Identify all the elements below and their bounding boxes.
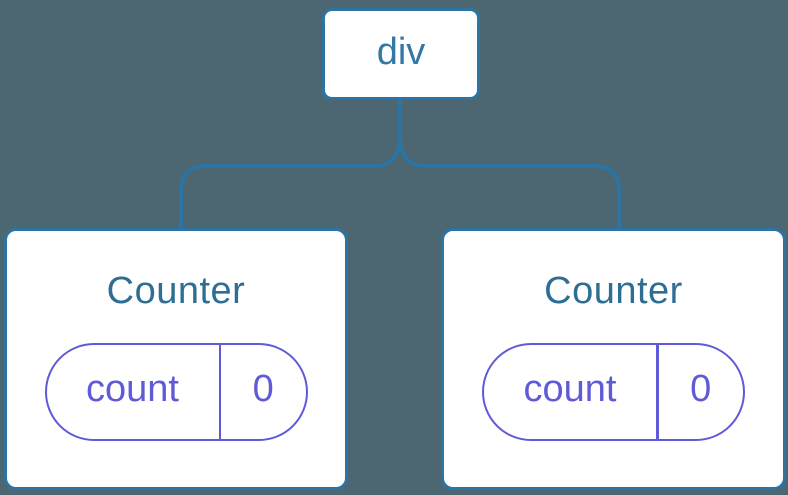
- state-value: 0: [252, 368, 274, 411]
- root-node-label: div: [376, 31, 426, 73]
- state-pill: count 0: [44, 342, 308, 441]
- pill-divider: [656, 344, 659, 439]
- state-value: 0: [690, 368, 712, 411]
- counter-title: Counter: [544, 270, 683, 312]
- connector-branch-left: [179, 135, 402, 228]
- state-key: count: [86, 368, 179, 411]
- counter-title: Counter: [106, 270, 246, 312]
- root-node-div: div: [322, 8, 480, 100]
- pill-divider: [218, 344, 221, 439]
- counter-node-left: Counter count 0: [4, 228, 348, 490]
- tree-connector-lines: [179, 100, 621, 228]
- connector-branch-right: [398, 135, 621, 228]
- state-pill: count 0: [482, 342, 745, 441]
- counter-node-right: Counter count 0: [441, 228, 786, 490]
- state-key: count: [523, 368, 617, 411]
